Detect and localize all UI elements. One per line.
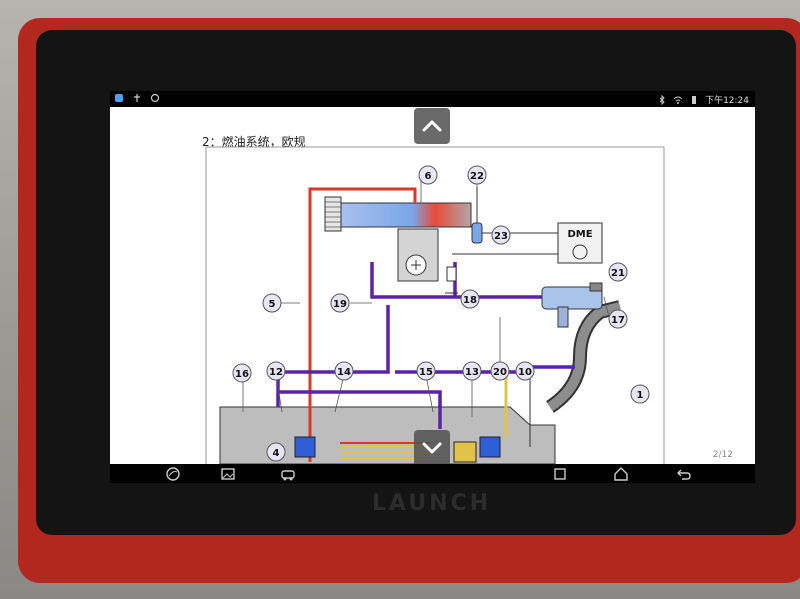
pressure-sensor — [471, 222, 483, 244]
callout-23: 23 — [491, 225, 511, 245]
callout-12: 12 — [266, 361, 286, 381]
svg-text:14: 14 — [337, 367, 351, 378]
svg-text:5: 5 — [269, 299, 276, 310]
diagram-frame — [205, 146, 665, 464]
valve-18 — [446, 266, 457, 282]
battery-icon — [689, 95, 699, 105]
callout-15: 15 — [416, 361, 436, 381]
callout-20: 20 — [490, 361, 510, 381]
fuel-pump-2 — [479, 436, 501, 458]
callout-10: 10 — [515, 361, 535, 381]
document-title: 2：燃油系统，欧规 — [202, 135, 306, 149]
svg-text:22: 22 — [470, 171, 484, 182]
document-viewer: 2：燃油系统，欧规 — [110, 107, 755, 464]
callout-14: 14 — [334, 361, 354, 381]
wifi-icon — [673, 95, 683, 105]
callout-19: 19 — [330, 293, 350, 313]
callout-21: 21 — [608, 262, 628, 282]
svg-text:12: 12 — [269, 367, 283, 378]
fuel-pump — [294, 436, 316, 458]
fuel-feed-line — [308, 187, 417, 462]
callout-16: 16 — [232, 363, 252, 383]
tablet-screen: 下午12:24 2：燃油系统，欧规 — [110, 91, 755, 483]
fuel-rail — [340, 202, 472, 228]
scroll-down-button[interactable] — [414, 430, 450, 464]
callout-5: 5 — [262, 293, 282, 313]
svg-text:10: 10 — [518, 367, 532, 378]
svg-text:4: 4 — [273, 448, 280, 459]
dme-box — [557, 222, 603, 264]
svg-text:19: 19 — [333, 299, 347, 310]
back-icon[interactable] — [676, 466, 692, 482]
svg-text:20: 20 — [493, 367, 507, 378]
usb-icon — [132, 93, 142, 103]
navigation-bar — [110, 464, 755, 483]
car-icon[interactable] — [280, 466, 296, 482]
home-icon[interactable] — [613, 466, 629, 482]
svg-text:16: 16 — [235, 369, 249, 380]
dme-label: DME — [567, 229, 592, 240]
callout-17: 17 — [608, 309, 628, 329]
svg-text:17: 17 — [611, 315, 625, 326]
chevron-up-icon — [422, 120, 442, 132]
callout-18: 18 — [460, 289, 480, 309]
browser-icon[interactable] — [165, 466, 181, 482]
svg-text:6: 6 — [425, 171, 432, 182]
gallery-icon[interactable] — [220, 466, 236, 482]
bluetooth-icon — [657, 94, 667, 105]
callout-1: 1 — [630, 384, 650, 404]
svg-text:15: 15 — [419, 367, 433, 378]
svg-text:21: 21 — [611, 268, 625, 279]
recent-apps-icon[interactable] — [552, 466, 568, 482]
callout-6: 6 — [418, 165, 438, 185]
brand-logo: LAUNCH — [372, 491, 492, 516]
settings-icon — [150, 93, 160, 103]
status-bar: 下午12:24 — [110, 91, 755, 107]
svg-text:18: 18 — [463, 295, 477, 306]
fuel-system-diagram: DME — [205, 146, 665, 464]
callout-22: 22 — [467, 165, 487, 185]
charcoal-canister — [541, 286, 603, 310]
chevron-down-icon — [422, 442, 442, 454]
scroll-up-button[interactable] — [414, 108, 450, 144]
callout-4: 4 — [266, 442, 286, 462]
svg-text:23: 23 — [494, 231, 508, 242]
callout-markers: 6 22 23 21 18 5 19 17 20 10 16 12 14 15 … — [232, 165, 650, 462]
status-time: 下午12:24 — [705, 96, 749, 106]
page-indicator: 2/12 — [712, 450, 733, 460]
app-icon — [114, 93, 124, 103]
svg-text:1: 1 — [637, 390, 644, 401]
svg-text:13: 13 — [465, 367, 479, 378]
callout-13: 13 — [462, 361, 482, 381]
